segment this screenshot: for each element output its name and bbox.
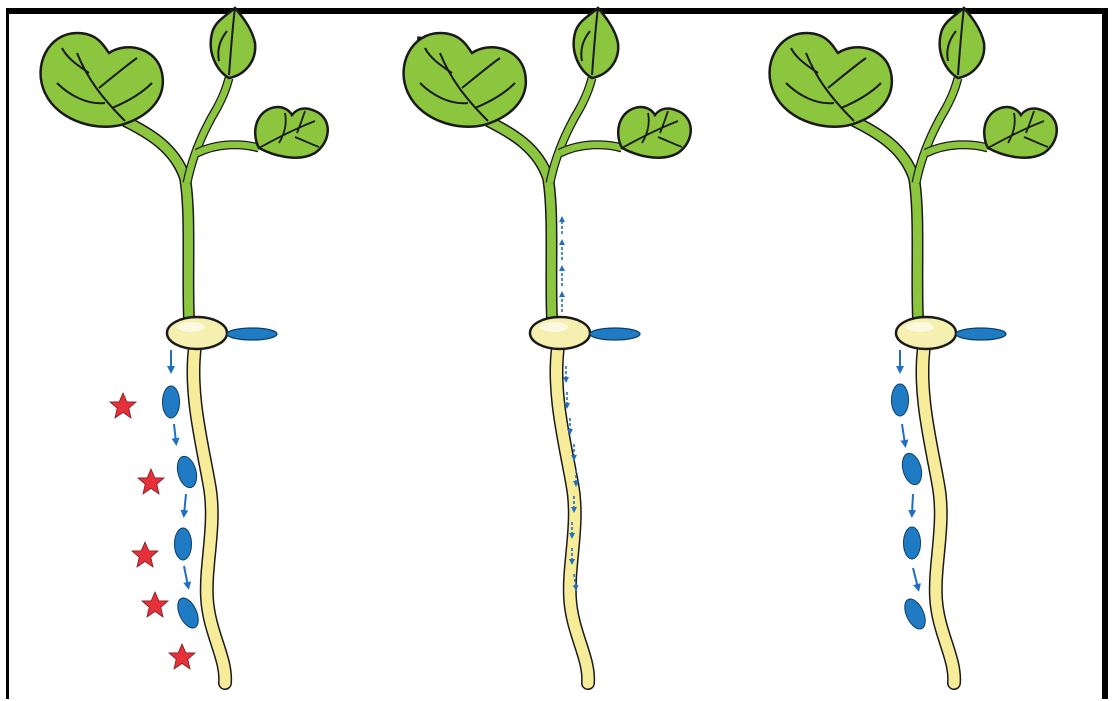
star-1 (110, 393, 136, 418)
star-3 (132, 542, 158, 567)
star-2 (138, 469, 164, 494)
star-5 (169, 644, 195, 669)
star-4 (142, 592, 168, 617)
plant-a (41, 8, 328, 683)
plant-b (404, 8, 691, 683)
plant-c (770, 8, 1057, 683)
